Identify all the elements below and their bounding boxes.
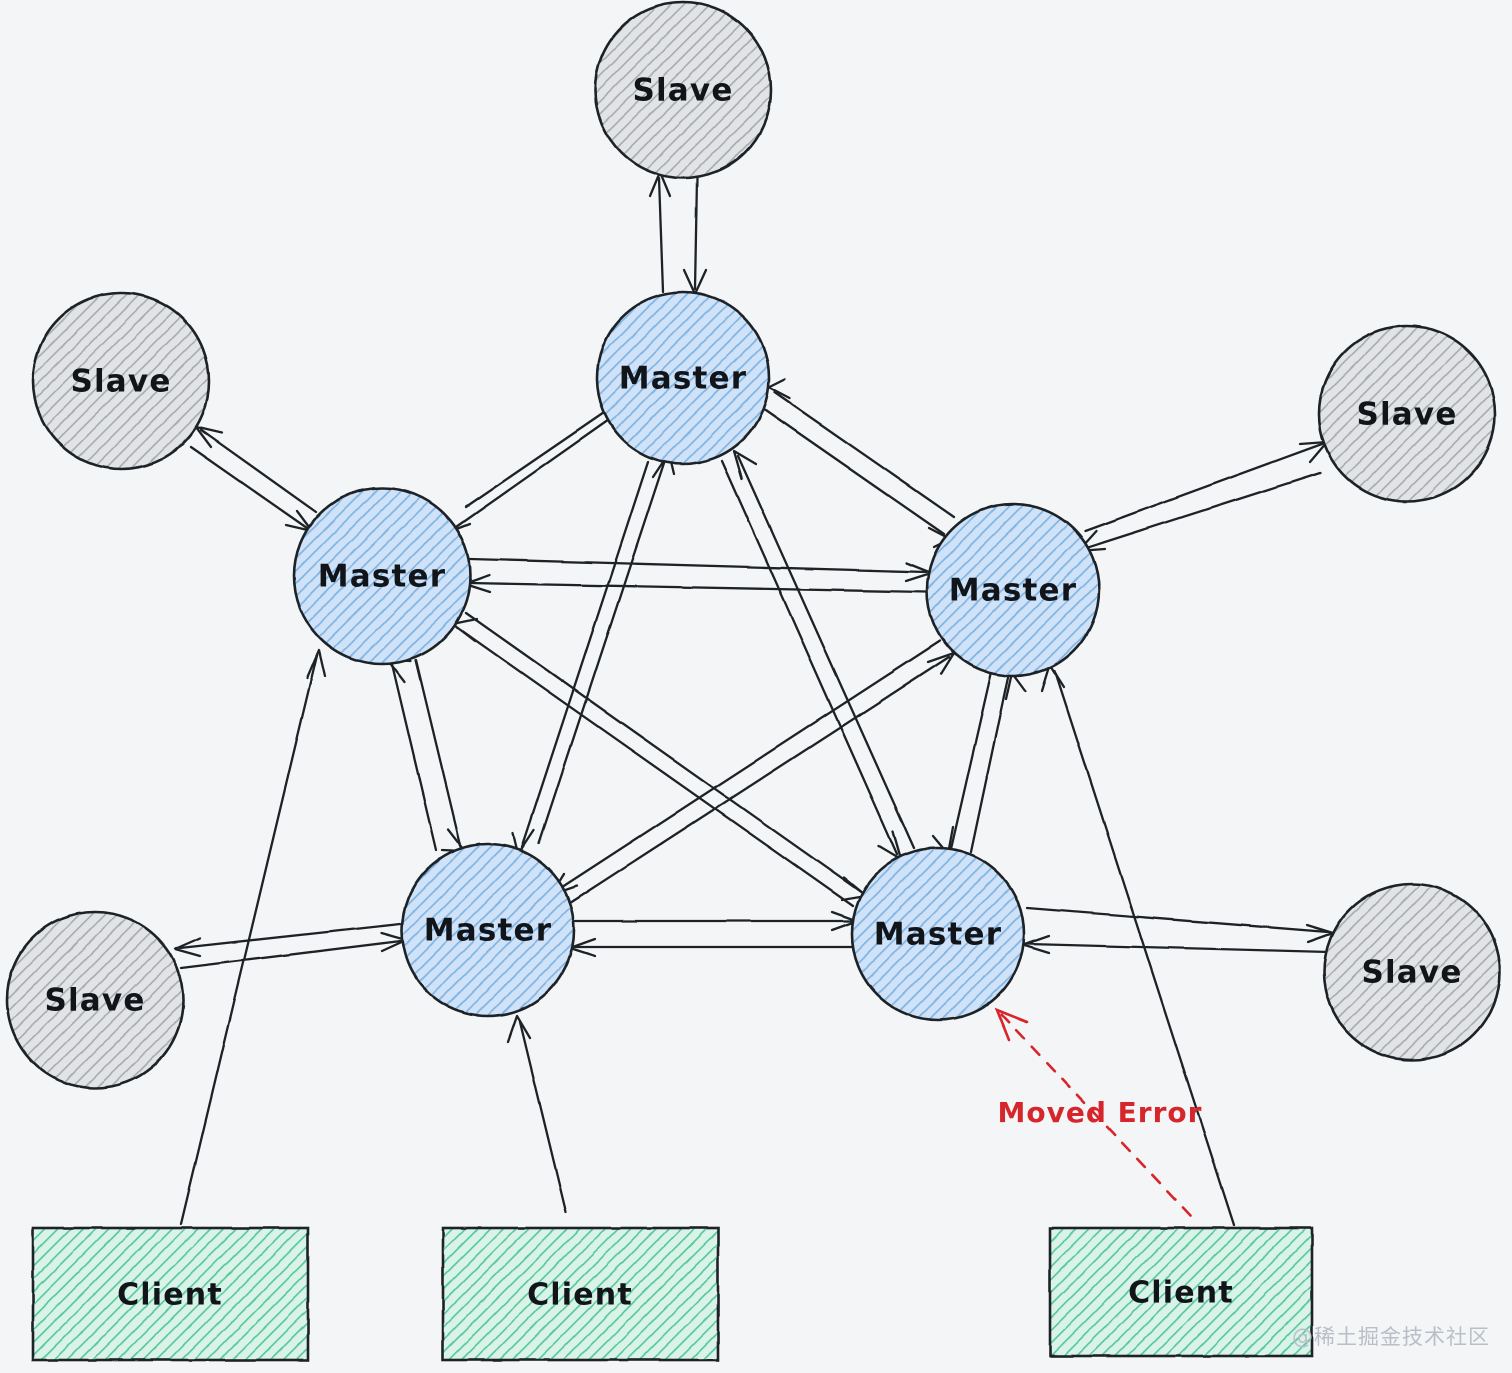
node-slave-top-left[interactable]: Slave	[31, 291, 211, 471]
node-client-left[interactable]: Client	[31, 1226, 310, 1362]
watermark: @稀土掘金技术社区	[1292, 1325, 1490, 1349]
node-layer: Slave Slave Slave Slave Slave Master	[5, 0, 1502, 1362]
node-slave-top[interactable]: Slave	[593, 0, 773, 180]
edge-layer	[173, 170, 1335, 1227]
node-label: Slave	[70, 364, 171, 400]
node-label: Slave	[632, 73, 733, 109]
node-label: Client	[1128, 1276, 1234, 1311]
node-master-left[interactable]: Master	[292, 486, 472, 666]
node-client-right[interactable]: Client	[1048, 1226, 1314, 1358]
edge-master-right-slave-top-right	[1076, 440, 1329, 553]
node-label: Master	[424, 913, 553, 949]
node-master-right[interactable]: Master	[925, 502, 1101, 678]
edge-master-left-master-bottom-left	[386, 658, 467, 853]
node-label: Client	[117, 1278, 223, 1313]
edge-master-top-master-bottom-left	[511, 451, 676, 856]
node-master-bottom-left[interactable]: Master	[400, 842, 576, 1018]
edge-master-right-master-bottom-right	[931, 670, 1028, 856]
moved-error-arrowhead-icon	[994, 1007, 1029, 1042]
moved-error-arrow-icon	[998, 1011, 1192, 1217]
edge-master-left-master-right	[463, 557, 933, 594]
node-slave-top-right[interactable]: Slave	[1317, 324, 1497, 504]
edge-client-left-master-left	[179, 648, 327, 1226]
node-label: Master	[619, 361, 748, 397]
edge-master-left-slave-top-left	[189, 425, 318, 533]
moved-error-label: Moved Error	[998, 1096, 1203, 1129]
moved-error-annotation: Moved Error	[994, 1007, 1203, 1217]
node-label: Master	[949, 573, 1078, 609]
node-label: Master	[874, 917, 1003, 953]
edge-master-top-slave-top	[648, 170, 708, 296]
node-master-bottom-right[interactable]: Master	[850, 846, 1026, 1022]
node-label: Slave	[1356, 397, 1457, 433]
edge-master-bottom-left-slave-bottom-left	[173, 922, 408, 970]
node-slave-bottom-right[interactable]: Slave	[1322, 882, 1502, 1062]
edge-master-top-master-left	[447, 387, 626, 544]
edge-client-middle-master-bottom-left	[506, 1014, 568, 1214]
edge-master-top-master-right	[762, 377, 956, 549]
node-slave-bottom-left[interactable]: Slave	[5, 910, 185, 1090]
edge-master-top-master-bottom-right	[720, 449, 916, 861]
node-label: Slave	[44, 983, 145, 1019]
node-master-top[interactable]: Master	[595, 290, 771, 466]
node-label: Master	[318, 559, 447, 595]
node-label: Client	[527, 1278, 633, 1313]
edge-master-bottom-left-master-bottom-right	[568, 910, 859, 958]
edge-master-bottom-right-slave-bottom-right	[1021, 906, 1335, 955]
node-client-middle[interactable]: Client	[441, 1226, 720, 1362]
node-label: Slave	[1361, 955, 1462, 991]
